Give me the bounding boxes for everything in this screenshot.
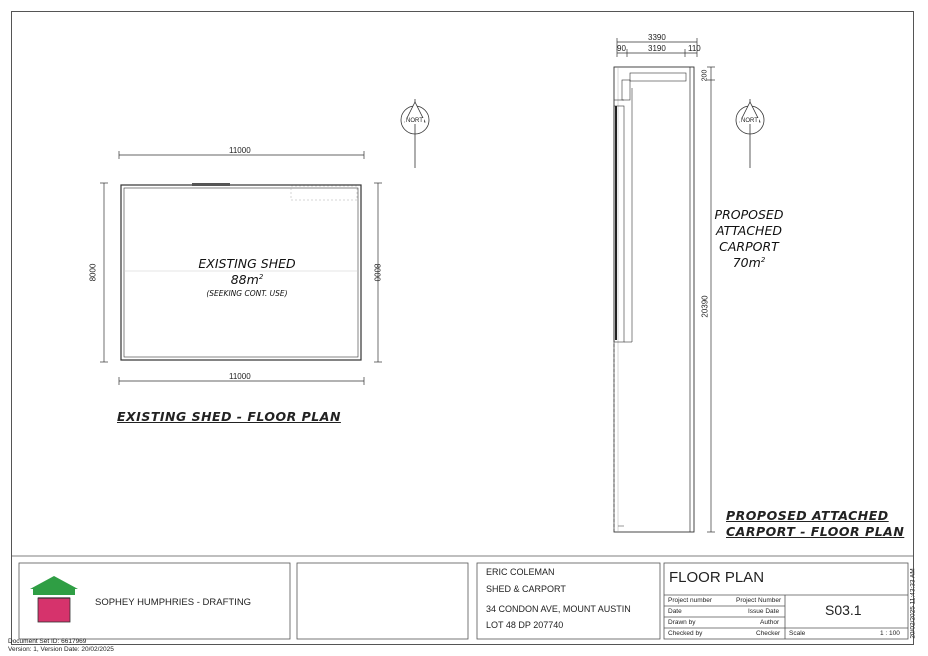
sheet-title: FLOOR PLAN <box>669 569 765 586</box>
shed-area: 88m2 <box>191 272 303 287</box>
carport-label-line3: CARPORT <box>719 239 779 254</box>
shed-dim-left: 8000 <box>88 263 98 282</box>
company-logo <box>30 576 78 623</box>
carport-area-value: 70m <box>732 255 761 270</box>
carport-plan-title-line1: PROPOSED ATTACHED <box>726 508 889 523</box>
carport-area: 70m2 <box>710 255 788 270</box>
shed-dim-bottom: 11000 <box>229 372 251 381</box>
project-lot: LOT 48 DP 207740 <box>486 620 564 630</box>
shed-note: (SEEKING CONT. USE) <box>206 289 288 298</box>
drawn-by-value: Author <box>760 619 780 626</box>
carport-dimensions <box>616 38 715 533</box>
project-address: 34 CONDON AVE, MOUNT AUSTIN <box>486 604 631 614</box>
scale-label: Scale <box>789 630 806 637</box>
shed-dim-top: 11000 <box>229 146 251 155</box>
shed-plan-title: EXISTING SHED - FLOOR PLAN <box>117 409 341 424</box>
checked-by-label: Checked by <box>668 630 703 637</box>
project-name: SHED & CARPORT <box>486 584 566 594</box>
scale-value: 1 : 100 <box>880 630 900 637</box>
carport-dim-total: 3390 <box>648 33 666 42</box>
drawn-by-label: Drawn by <box>668 619 696 626</box>
checked-by-value: Checker <box>756 630 781 637</box>
sheet-number: S03.1 <box>825 602 862 618</box>
shed-dimensions <box>100 151 382 385</box>
shed-dim-right: 8000 <box>372 263 382 282</box>
north-arrow-1-graphic <box>400 99 430 168</box>
carport-label-line1: PROPOSED <box>714 207 784 222</box>
carport-dim-left: 90 <box>617 44 626 53</box>
north-arrow-2-graphic <box>735 99 765 168</box>
client-name: ERIC COLEMAN <box>486 567 555 577</box>
north-arrow-1-label: NORT <box>405 118 424 124</box>
date-value: Issue Date <box>748 608 780 615</box>
print-timestamp: 20/02/2025 11:43:33 AM <box>909 568 917 639</box>
north-arrow-2-label: NORT <box>740 118 759 124</box>
shed-name: EXISTING SHED <box>198 256 296 271</box>
project-number-label: Project number <box>668 597 713 604</box>
date-label: Date <box>668 608 682 615</box>
carport-area-sup: 2 <box>760 255 766 264</box>
carport-label-line2: ATTACHED <box>716 223 782 238</box>
title-block-frame <box>11 555 914 640</box>
carport-dim-right: 110 <box>688 44 701 53</box>
document-set-id: Document Set ID: 6617969 <box>8 638 87 645</box>
carport-dim-small: 200 <box>701 69 709 82</box>
carport-dim-length: 20390 <box>700 295 710 318</box>
version-info: Version: 1, Version Date: 20/02/2025 <box>8 646 114 653</box>
company-name: SOPHEY HUMPHRIES - DRAFTING <box>95 597 252 608</box>
shed-area-sup: 2 <box>258 272 264 281</box>
sheet-border <box>11 11 914 645</box>
shed-area-value: 88m <box>230 272 259 287</box>
project-number-value: Project Number <box>736 597 782 604</box>
carport-plan <box>613 66 695 533</box>
existing-shed-plan <box>120 183 362 361</box>
carport-plan-title-line2: CARPORT - FLOOR PLAN <box>726 524 905 539</box>
carport-dim-mid: 3190 <box>648 44 666 53</box>
